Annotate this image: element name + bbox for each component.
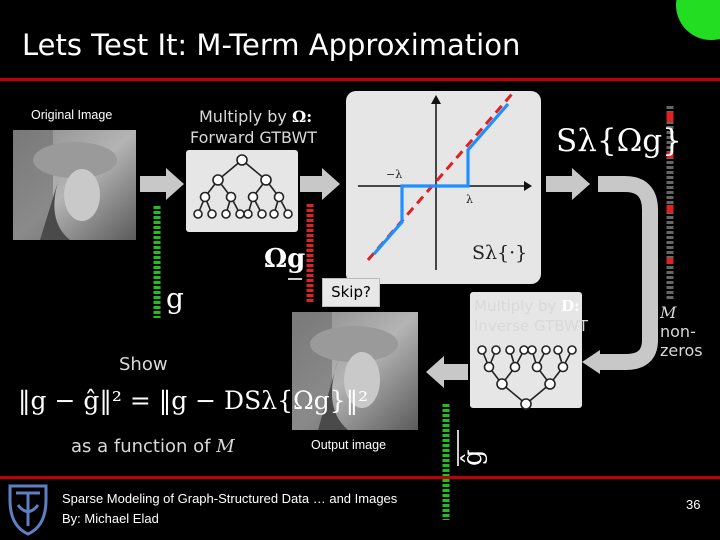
- m-nonzeros-label: M non- zeros: [660, 303, 703, 360]
- as-function-label: as a function of M: [71, 436, 235, 457]
- output-image-label: Output image: [311, 438, 386, 452]
- technion-logo: [10, 486, 46, 534]
- arrow-to-shrink: [300, 168, 340, 200]
- s-lambda-omega-g-label: Sλ{Ωg}: [556, 123, 682, 159]
- forward-label-line2: Forward GTBWT: [190, 128, 317, 147]
- m-nonzeros-2: zeros: [660, 341, 703, 360]
- forward-label-symbol: Ω:: [292, 107, 312, 126]
- page-number: 36: [686, 497, 700, 512]
- footer: Sparse Modeling of Graph-Structured Data…: [62, 489, 397, 529]
- m-nonzeros-1: non-: [660, 322, 696, 341]
- forward-label: Multiply by Ω: Forward GTBWT: [199, 106, 317, 148]
- footer-line1: Sparse Modeling of Graph-Structured Data…: [62, 489, 397, 509]
- g-label: g: [166, 282, 184, 315]
- forward-label-line1: Multiply by: [199, 107, 292, 126]
- return-arrow: [582, 184, 650, 374]
- arrow-to-forward: [140, 168, 184, 200]
- as-function-m: M: [216, 436, 234, 457]
- show-label: Show: [119, 354, 168, 375]
- original-image-label: Original Image: [31, 108, 112, 122]
- m-nonzeros-m: M: [660, 303, 676, 322]
- footer-line2: By: Michael Elad: [62, 509, 397, 529]
- inverse-label-line2: Inverse GTBWT: [474, 317, 588, 335]
- inverse-label-symbol: D:: [561, 297, 580, 315]
- original-photo: [13, 130, 136, 240]
- bottom-rule: [0, 476, 720, 479]
- skip-label: Skip?: [322, 278, 380, 307]
- error-formula: ‖g − ĝ‖² = ‖g − DSλ{Ωg}‖²: [18, 386, 368, 415]
- inverse-label: Multiply by D: Inverse GTBWT: [474, 296, 588, 336]
- inverse-label-line1: Multiply by: [474, 297, 561, 315]
- arrow-to-output: [426, 356, 468, 388]
- neg-lambda-tick: −λ: [386, 168, 402, 181]
- s-lambda-dot-label: Sλ{·}: [472, 242, 527, 264]
- lambda-tick: λ: [466, 193, 473, 206]
- arrow-to-output-vector: [546, 168, 590, 200]
- omega-g-label: Ωg: [264, 244, 305, 274]
- g-hat-label: ĝ: [458, 449, 488, 466]
- as-function-text: as a function of: [71, 436, 216, 457]
